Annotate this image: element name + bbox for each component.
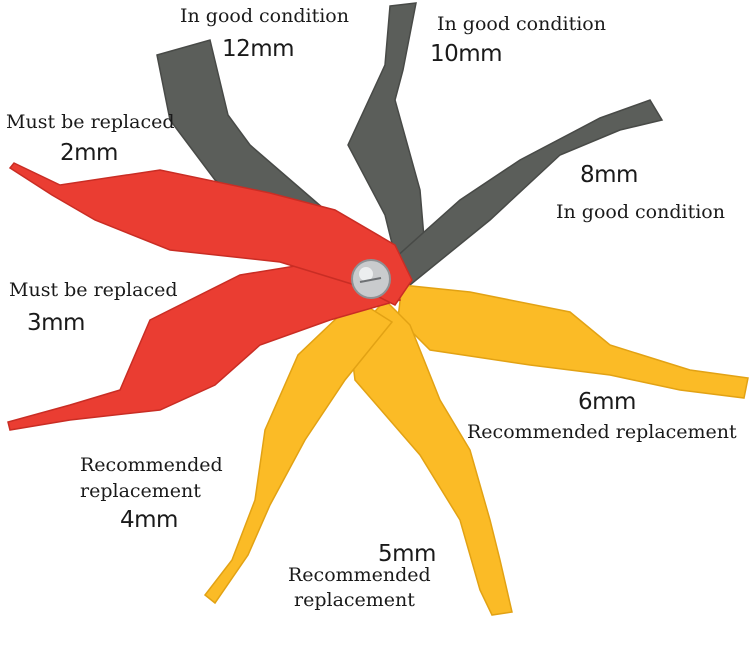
blade-5mm xyxy=(349,298,513,616)
blade-4mm xyxy=(203,304,394,605)
label-6mm-status: Recommended replacement xyxy=(467,421,737,443)
label-8mm-size: 8mm xyxy=(580,162,638,188)
label-5mm-size: 5mm xyxy=(378,541,436,567)
label-4mm-size: 4mm xyxy=(120,507,178,533)
blade-3mm xyxy=(7,261,402,431)
label-4mm-status-line2: replacement xyxy=(80,480,201,502)
label-6mm-size: 6mm xyxy=(578,389,636,415)
blade-2mm xyxy=(8,162,413,306)
label-5mm-status-line1: Recommended xyxy=(288,564,431,586)
blade-6mm xyxy=(397,284,749,399)
label-12mm-size: 12mm xyxy=(222,36,295,62)
label-12mm-status: In good condition xyxy=(180,5,349,27)
label-8mm-status: In good condition xyxy=(556,201,725,223)
label-3mm-size: 3mm xyxy=(27,310,85,336)
blade-8mm xyxy=(394,99,664,287)
label-10mm-status: In good condition xyxy=(437,13,606,35)
label-2mm-status: Must be replaced xyxy=(6,111,175,133)
label-4mm-status-line1: Recommended xyxy=(80,454,223,476)
label-5mm-status-line2: replacement xyxy=(294,589,415,611)
label-3mm-status: Must be replaced xyxy=(9,279,178,301)
label-2mm-size: 2mm xyxy=(60,140,118,166)
label-10mm-size: 10mm xyxy=(430,41,503,67)
